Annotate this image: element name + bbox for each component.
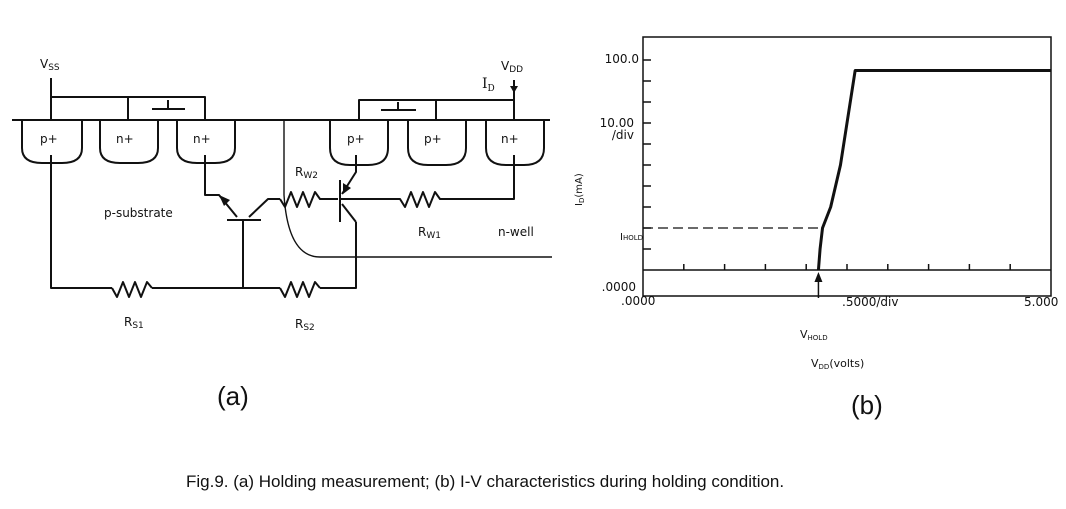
schematic: VSS VDD ID p+ n+ n+ p+ p+ n+ p-substrate… bbox=[12, 57, 552, 411]
pnp-collector-lead bbox=[341, 203, 357, 223]
diffusion-label-5: p+ bbox=[424, 132, 442, 146]
iv-curve-line bbox=[816, 69, 1051, 271]
diffusion-label-1: p+ bbox=[40, 132, 58, 146]
n-well-label: n-well bbox=[498, 225, 534, 239]
diffusion-label-4: p+ bbox=[347, 132, 365, 146]
panel-b-label: (b) bbox=[851, 390, 883, 420]
p-substrate-label: p-substrate bbox=[104, 206, 173, 220]
resistor-rw1 bbox=[340, 155, 515, 208]
rs2-label: RS2 bbox=[295, 317, 315, 333]
x-axis-label: VDD(volts) bbox=[811, 357, 864, 371]
diffusion-label-2: n+ bbox=[116, 132, 134, 146]
x-ticks bbox=[643, 264, 1051, 271]
vss-label: VSS bbox=[40, 57, 60, 73]
pnp-emitter-arrow-icon bbox=[343, 183, 351, 194]
y-axis-label: ID(mA) bbox=[574, 173, 586, 206]
y-ticks bbox=[643, 59, 651, 250]
x-tick-label-div: .5000/div bbox=[842, 295, 898, 309]
diffusion-p-plus-3 bbox=[407, 120, 467, 166]
resistor-rs2 bbox=[279, 281, 321, 298]
iv-chart: 100.0 10.00/div .0000 IHOLD .0000 .5000/… bbox=[574, 36, 1058, 420]
id-arrow-icon bbox=[510, 86, 518, 93]
x-tick-label-zero: .0000 bbox=[621, 294, 655, 308]
resistor-rw2 bbox=[279, 191, 338, 208]
i-hold-label: IHOLD bbox=[620, 232, 643, 243]
v-hold-label: VHOLD bbox=[800, 328, 828, 342]
vss-metal-rail bbox=[51, 96, 206, 120]
x-tick-label-max: 5.000 bbox=[1024, 295, 1058, 309]
npn-emitter-arrow-icon bbox=[219, 195, 230, 206]
diffusion-p-plus-2 bbox=[329, 120, 389, 166]
plot-frame bbox=[642, 36, 1052, 297]
npn-emitter-lead bbox=[204, 155, 238, 218]
panel-a-label: (a) bbox=[217, 381, 249, 411]
wire-left bbox=[50, 155, 112, 289]
rw1-label: RW1 bbox=[418, 225, 441, 241]
wire-bottom-right bbox=[320, 222, 357, 289]
rs1-label: RS1 bbox=[124, 315, 144, 331]
diffusion-label-3: n+ bbox=[193, 132, 211, 146]
npn-collector-lead bbox=[248, 198, 280, 218]
id-label: ID bbox=[482, 76, 495, 94]
n-well-boundary bbox=[283, 120, 552, 258]
vdd-label: VDD bbox=[501, 59, 523, 75]
diffusion-label-6: n+ bbox=[501, 132, 519, 146]
rw2-label: RW2 bbox=[295, 165, 318, 181]
figure-caption: Fig.9. (a) Holding measurement; (b) I-V … bbox=[186, 472, 785, 491]
y-tick-label-zero: .0000 bbox=[602, 280, 636, 294]
y-tick-label-div: 10.00/div bbox=[600, 116, 634, 142]
resistor-rs1 bbox=[111, 281, 153, 298]
diffusion-n-plus-1 bbox=[99, 120, 159, 164]
v-hold-arrow-icon bbox=[814, 272, 823, 282]
y-tick-label-top: 100.0 bbox=[605, 52, 639, 66]
